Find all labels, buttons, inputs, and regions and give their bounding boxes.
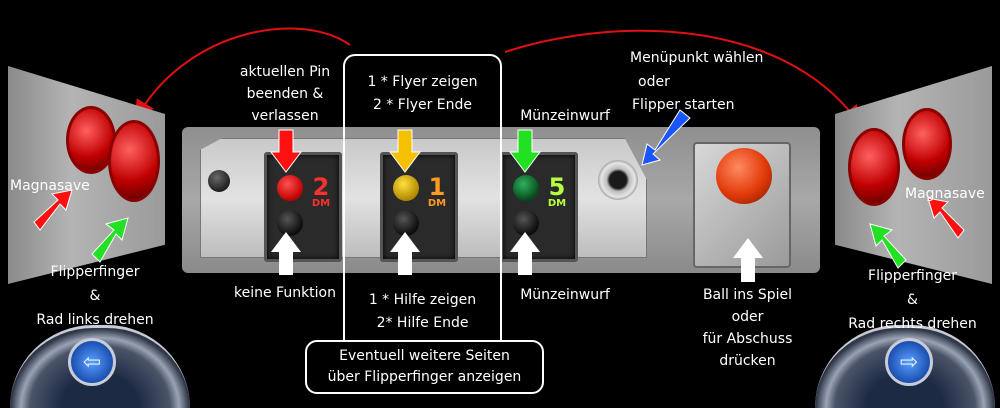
flipper-left-line-3: Rad links drehen [36, 312, 154, 328]
menu-line-2: oder [638, 74, 670, 90]
green-down-arrow-icon [509, 129, 541, 173]
info-bracket [343, 54, 502, 346]
right-magnasave-button[interactable] [902, 108, 952, 180]
coin-button-lower-1[interactable] [277, 210, 303, 236]
curved-arrow-right [504, 29, 862, 126]
curved-arrow-left [134, 27, 351, 121]
coin-lamp-red[interactable] [277, 175, 303, 201]
coin-button-lower-3[interactable] [513, 210, 539, 236]
ball-line-2: oder [731, 309, 764, 325]
flipper-right-line-1: Flipperfinger [868, 268, 957, 284]
green-diagonal-arrow-icon [91, 217, 129, 263]
red-diagonal-arrow-icon [927, 197, 965, 239]
pin-abort-line-2: beenden & [246, 86, 324, 102]
flyer-line-1: 1 * Flyer zeigen [367, 74, 478, 90]
more-pages-line-1: Eventuell weitere Seiten [339, 348, 510, 364]
green-diagonal-arrow-icon [869, 223, 907, 269]
coin-lamp-yellow[interactable] [393, 175, 419, 201]
more-pages-box: Eventuell weitere Seiten über Flipperfin… [305, 340, 544, 394]
pin-abort-line-3: verlassen [251, 108, 319, 124]
coin-button-lower-2[interactable] [393, 210, 419, 236]
ball-line-3: für Abschuss [702, 331, 793, 347]
blue-diagonal-arrow-icon [641, 109, 691, 166]
flipper-right-line-3: Rad rechts drehen [848, 316, 977, 332]
help-line-2: 2* Hilfe Ende [376, 315, 469, 331]
flyer-line-2: 2 * Flyer Ende [372, 97, 473, 113]
flipper-right-line-2: & [907, 292, 918, 308]
magnasave-left-label: Magnasave [10, 178, 90, 194]
ball-line-4: drücken [719, 353, 776, 369]
magnasave-right-label: Magnasave [905, 186, 985, 202]
left-flipper-button[interactable] [108, 120, 160, 202]
menu-line-3: Flipper starten [632, 97, 735, 113]
coin-top-label: Münzeinwurf [520, 108, 610, 124]
menu-line-1: Menüpunkt wählen [630, 50, 764, 66]
right-flipper-button[interactable] [848, 128, 900, 206]
ball-line-1: Ball ins Spiel [702, 287, 793, 303]
help-line-1: 1 * Hilfe zeigen [368, 292, 477, 308]
right-wheel-arrow-icon[interactable]: ⇨ [885, 338, 933, 386]
more-pages-line-2: über Flipperfinger anzeigen [327, 369, 522, 385]
no-function-label: keine Funktion [233, 285, 336, 301]
menu-select-button[interactable] [598, 160, 638, 200]
white-up-arrow-icon [271, 232, 301, 275]
pin-abort-line-1: aktuellen Pin [239, 64, 331, 80]
white-up-arrow-icon [510, 232, 540, 275]
red-diagonal-arrow-icon [33, 189, 73, 231]
launch-ball-button[interactable] [716, 148, 772, 204]
left-wheel-arrow-icon[interactable]: ⇦ [68, 338, 116, 386]
key-switch[interactable] [208, 170, 230, 192]
flipper-left-line-1: Flipperfinger [50, 264, 140, 280]
coin-lamp-green[interactable] [513, 175, 539, 201]
flipper-left-line-2: & [89, 288, 101, 304]
coin-bottom-label: Münzeinwurf [520, 287, 610, 303]
red-down-arrow-icon [270, 129, 302, 173]
white-up-arrow-icon [390, 232, 420, 275]
white-up-arrow-icon [733, 238, 763, 282]
yellow-down-arrow-icon [389, 129, 421, 173]
